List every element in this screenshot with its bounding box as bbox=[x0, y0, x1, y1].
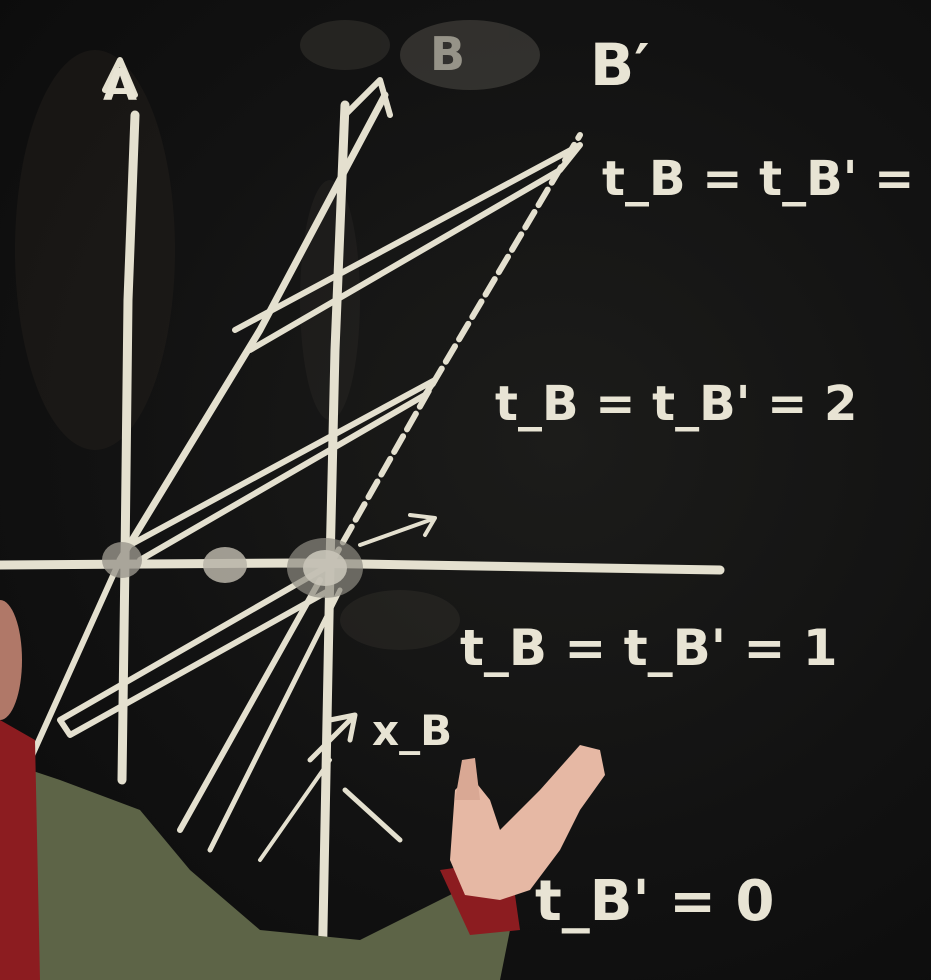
worldline-b-arrow bbox=[342, 77, 393, 118]
label-time-3: t_B = t_B' = 3 bbox=[602, 151, 931, 207]
label-time-0: t_B' = 0 bbox=[535, 869, 774, 934]
worldline-b bbox=[317, 100, 350, 980]
label-time-1: t_B = t_B' = 1 bbox=[460, 619, 838, 677]
slash-mark bbox=[342, 787, 403, 843]
event-markers bbox=[102, 538, 363, 598]
lecturer-head bbox=[0, 600, 22, 720]
x-axis-arrow bbox=[307, 712, 358, 763]
worldline-b-prime bbox=[327, 132, 583, 568]
worldline-a-arrow bbox=[102, 57, 138, 98]
lecturer-hand bbox=[450, 745, 605, 900]
light-lines bbox=[27, 91, 583, 862]
lecturer bbox=[0, 600, 605, 980]
lecturer-jacket bbox=[0, 760, 510, 980]
label-time-2: t_B = t_B' = 2 bbox=[495, 376, 857, 432]
worldline-a bbox=[117, 110, 140, 785]
label-x-axis: x_B bbox=[372, 706, 452, 755]
x-arrow-right bbox=[358, 513, 437, 547]
label-b-prime: B′ bbox=[590, 31, 650, 99]
label-b: B bbox=[430, 27, 465, 81]
lecturer-thumb bbox=[455, 758, 480, 800]
lecturer-shirt bbox=[0, 720, 40, 980]
label-a: A bbox=[103, 60, 137, 111]
